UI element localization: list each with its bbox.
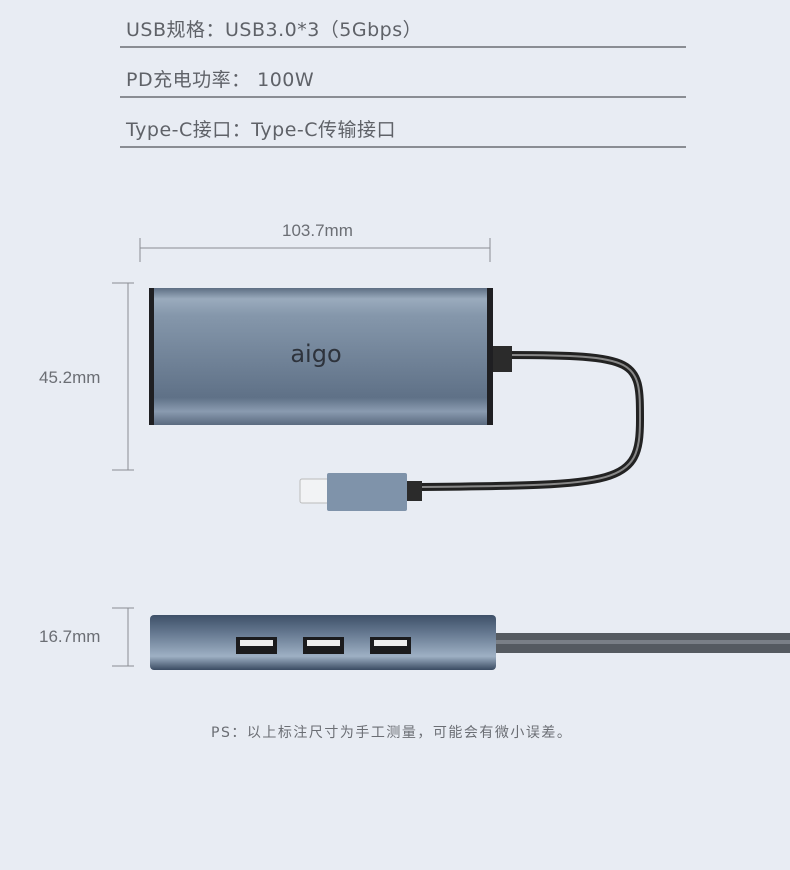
spec-usb: USB规格：USB3.0*3（5Gbps） bbox=[120, 14, 686, 48]
spec-pd: PD充电功率： 100W bbox=[120, 64, 686, 98]
spec-pd-text: PD充电功率： 100W bbox=[126, 69, 315, 91]
hub-top-view bbox=[149, 288, 645, 511]
height-dimension-line bbox=[112, 282, 134, 471]
spec-usb-text: USB规格：USB3.0*3（5Gbps） bbox=[126, 19, 423, 41]
aigo-logo: aigo bbox=[290, 340, 341, 368]
thickness-dimension-line bbox=[112, 607, 134, 667]
spec-typec-text: Type-C接口：Type-C传输接口 bbox=[126, 119, 397, 141]
thickness-label: 16.7mm bbox=[39, 627, 101, 646]
measurement-note: PS：以上标注尺寸为手工测量，可能会有微小误差。 bbox=[211, 725, 573, 741]
spec-typec: Type-C接口：Type-C传输接口 bbox=[120, 114, 686, 148]
hub-side-view bbox=[150, 615, 790, 670]
width-dimension-line bbox=[139, 238, 491, 262]
height-label: 45.2mm bbox=[39, 368, 101, 387]
width-label: 103.7mm bbox=[282, 221, 353, 240]
